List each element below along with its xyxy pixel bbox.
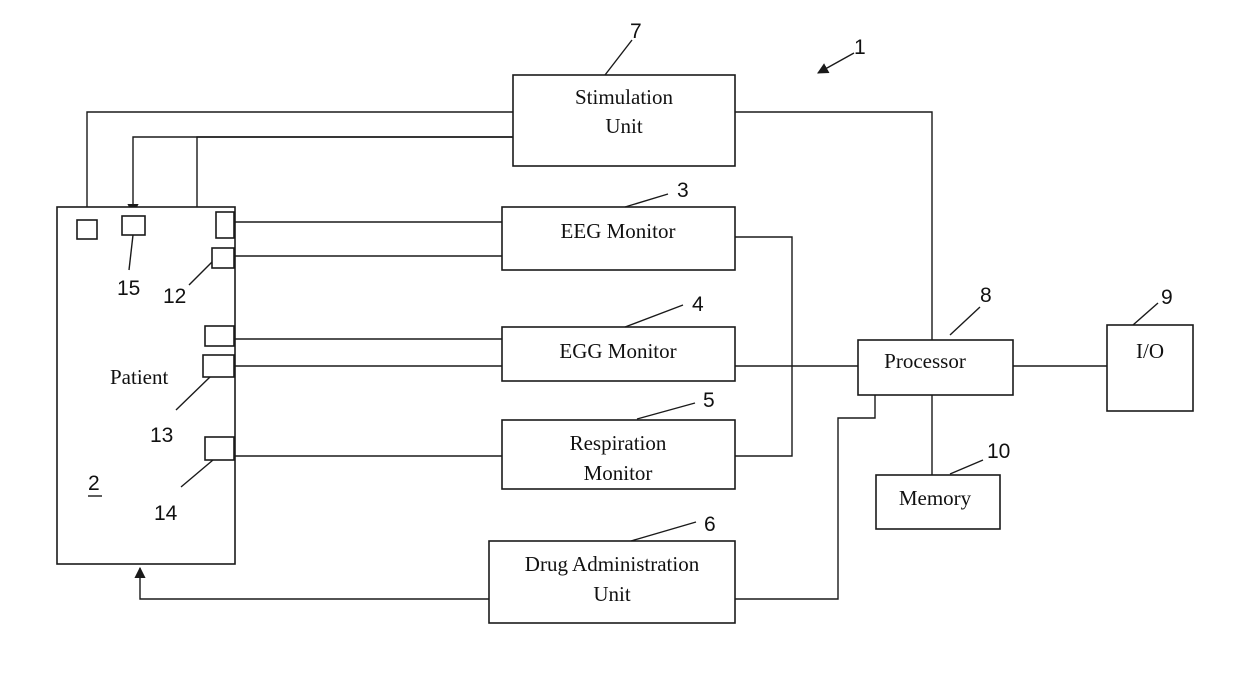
wire-stim-to-electrode-15 [133, 137, 513, 214]
ref-13: 13 [150, 424, 173, 447]
respiration-monitor-label-2: Monitor [584, 461, 653, 485]
drug-administration-unit-label-1: Drug Administration [525, 552, 700, 576]
leader-9 [1133, 303, 1158, 325]
egg-monitor-label: EGG Monitor [559, 339, 676, 363]
io-label: I/O [1136, 339, 1164, 363]
leader-3 [625, 194, 668, 207]
stimulation-unit-label-1: Stimulation [575, 85, 674, 109]
leader-5 [637, 403, 695, 419]
ref-8: 8 [980, 284, 992, 307]
patient-label: Patient [110, 365, 168, 389]
electrode-stim-left [77, 220, 97, 239]
wire-drug-to-patient [140, 568, 489, 599]
ref-15: 15 [117, 277, 140, 300]
leader-6 [631, 522, 696, 541]
wire-processor-to-drug [735, 395, 875, 599]
memory-label: Memory [899, 486, 972, 510]
system-ref: 1 [854, 36, 866, 59]
leader-7 [605, 40, 632, 75]
electrode-top-right [216, 212, 234, 238]
ref-5: 5 [703, 389, 715, 412]
electrode-15 [122, 216, 145, 235]
leader-8 [950, 307, 980, 335]
ref-14: 14 [154, 502, 178, 525]
ref-3: 3 [677, 179, 689, 202]
ref-12: 12 [163, 285, 186, 308]
wire-stim-to-top-electrode [197, 137, 513, 224]
electrode-12 [212, 248, 234, 268]
drug-administration-unit-label-2: Unit [593, 582, 631, 606]
wire-respiration-to-processor [735, 366, 792, 456]
ref-10: 10 [987, 440, 1010, 463]
electrode-egg-top [205, 326, 234, 346]
ref-7: 7 [630, 20, 642, 43]
io-box [1107, 325, 1193, 411]
ref-6: 6 [704, 513, 716, 536]
ref-4: 4 [692, 293, 704, 316]
wire-stim-to-patient-left [87, 112, 513, 217]
wire-eeg-to-processor [735, 237, 792, 366]
leader-4 [625, 305, 683, 327]
leader-10 [950, 460, 983, 474]
electrode-14 [205, 437, 234, 460]
system-ref-arrow [818, 53, 854, 73]
stimulation-unit-label-2: Unit [605, 114, 643, 138]
eeg-monitor-label: EEG Monitor [561, 219, 676, 243]
patient-ref: 2 [88, 472, 100, 495]
wire-stim-to-processor [735, 112, 932, 340]
electrode-13 [203, 355, 234, 377]
respiration-monitor-label-1: Respiration [570, 431, 667, 455]
processor-label: Processor [884, 349, 966, 373]
ref-9: 9 [1161, 286, 1173, 309]
